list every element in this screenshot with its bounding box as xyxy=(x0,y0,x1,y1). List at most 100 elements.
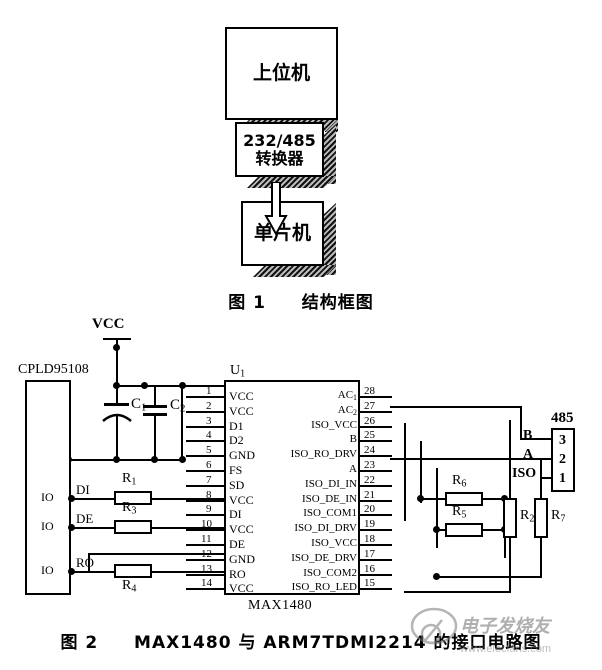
de-wire-left xyxy=(71,527,116,529)
ic-left-pin-6-number: 6 xyxy=(206,459,212,471)
figure-1-caption-number: 图 1 xyxy=(228,293,266,313)
ic-right-pin-26-lead xyxy=(358,425,392,428)
iso-bus-v3 xyxy=(436,468,438,548)
r6-ref-label: R6 xyxy=(452,473,466,490)
ic-refdes-sub: 1 xyxy=(240,368,246,380)
ic-right-pin-19-lead xyxy=(358,529,392,532)
block-host-computer: 上位机 xyxy=(225,27,338,120)
ground-rail xyxy=(66,459,182,461)
c1-ref-base: C xyxy=(131,396,142,412)
r5-body xyxy=(445,523,483,537)
ic-part-number: MAX1480 xyxy=(248,598,313,613)
ic-left-pin-14-name: VCC xyxy=(229,581,254,596)
r6-ref-sub: 6 xyxy=(461,478,467,490)
ic-right-pin-17-lead xyxy=(358,558,392,561)
ic-right-pin-25-lead xyxy=(358,440,392,443)
ic-right-pin-28-lead xyxy=(358,396,392,398)
net-a-wire xyxy=(390,458,553,460)
ic-left-pin-5-name: GND xyxy=(229,448,255,463)
r3-body xyxy=(114,520,152,534)
ic-right-pin-28-name: AC1 xyxy=(337,389,357,402)
r7-ref-sub: 7 xyxy=(560,513,566,525)
block-converter-label-line2: 转换器 xyxy=(255,148,304,168)
ic-left-pin-4-name: D2 xyxy=(229,433,244,448)
ic-right-pin-23-lead xyxy=(358,470,392,472)
ic-left-pin-13-name: RO xyxy=(229,566,246,581)
cpld-body xyxy=(25,380,71,595)
r7-ref-base: R xyxy=(551,508,561,523)
ic-right-pin-17-number: 17 xyxy=(364,547,375,560)
di-wire-left xyxy=(71,498,116,500)
net-iso-wire xyxy=(540,477,553,479)
r5-ref-sub: 5 xyxy=(461,509,467,521)
ground-dot-3 xyxy=(151,456,158,463)
r2-ref-sub: 2 xyxy=(529,513,535,525)
ic-right-pin-20-number: 20 xyxy=(364,503,375,516)
r5-ref-base: R xyxy=(452,504,462,519)
ic-left-pin-1-name: VCC xyxy=(229,389,254,403)
cpld-port-1-pad: IO xyxy=(41,519,54,533)
ic-right-pin-25-number: 25 xyxy=(364,429,375,442)
figure-2-caption-number: 图 2 xyxy=(60,633,99,653)
ic-right-pin-28-number: 28 xyxy=(364,385,375,397)
c2-top-lead xyxy=(154,385,156,406)
connector-485-pin-1-number: 1 xyxy=(559,471,566,486)
r3-ref-label: R3 xyxy=(122,500,136,517)
ic-right-pin-19-name: ISO_DI_DRV xyxy=(294,522,357,535)
ro-branch-riser xyxy=(88,553,90,572)
ic-right-pin-20-lead xyxy=(358,514,392,517)
ic-left-pin-5-number: 5 xyxy=(206,444,212,457)
connector-485-pin-2-number: 2 xyxy=(559,452,566,467)
r4-ref-sub: 4 xyxy=(131,583,137,595)
connector-485-label: 485 xyxy=(551,410,574,426)
ic-left-pin-1-lead xyxy=(186,396,226,398)
block-converter: 232/485 转换器 xyxy=(235,122,324,177)
block-converter-label-line1: 232/485 xyxy=(243,130,316,150)
ic-right-pin-27-name: AC2 xyxy=(337,403,357,417)
ic-left-pin-8-lead xyxy=(186,499,226,502)
r6-wire-left xyxy=(420,498,446,500)
r2-return-wire xyxy=(404,591,511,593)
r7-return-wire xyxy=(436,576,542,578)
ic-right-pin-15-name: ISO_RO_LED xyxy=(291,581,357,594)
net-ro-label: RO xyxy=(76,555,95,570)
ground-riser xyxy=(181,385,183,461)
ic-left-pin-10-number: 10 xyxy=(201,518,212,531)
vcc-label: VCC xyxy=(92,316,125,332)
figure-1-caption-text: 结构框图 xyxy=(301,293,374,313)
ic-left-pin-2-number: 2 xyxy=(206,399,212,412)
net-b-wire-to-conn xyxy=(520,438,553,440)
ic-left-pin-10-name: VCC xyxy=(229,522,254,537)
r6-left-junction-dot xyxy=(417,495,424,502)
ic-left-pin-3-lead xyxy=(186,425,226,428)
block-mcu-label: 单片机 xyxy=(253,221,311,244)
ic-left-pin-2-lead xyxy=(186,410,226,413)
ic-left-pin-8-number: 8 xyxy=(206,488,212,501)
c1-top-lead xyxy=(116,385,118,404)
r4-body xyxy=(114,564,152,578)
ic-right-pin-27-lead xyxy=(358,410,392,413)
ic-right-pin-23-number: 23 xyxy=(364,459,375,471)
vcc-drop-wire xyxy=(116,338,118,386)
vcc-junction-dot xyxy=(113,344,120,351)
ic-left-pin-9-lead xyxy=(186,514,226,517)
connector-signal-b-label: B xyxy=(523,428,533,443)
block-host-computer-label: 上位机 xyxy=(252,61,310,84)
ro-wire-left xyxy=(71,571,116,573)
figure-1-caption: 图 1 结构框图 xyxy=(0,288,602,313)
ic-left-pin-7-lead xyxy=(186,484,226,487)
arrow-converter-to-mcu-icon xyxy=(264,182,288,237)
c1-plate-top xyxy=(104,403,129,406)
r2-ref-label: R2 xyxy=(520,508,534,525)
ic-right-pin-26-name: ISO_VCC xyxy=(311,418,357,431)
iso-bus-v2 xyxy=(420,441,422,503)
ic-left-pin-7-name: SD xyxy=(229,477,245,492)
ic-refdes-label: U1 xyxy=(230,363,245,380)
figure-1-block-diagram: 上位机 232/485 转换器 单片机 图 1 结构框图 xyxy=(0,0,602,313)
r2-ref-base: R xyxy=(520,508,530,523)
ic-right-pin-26-number: 26 xyxy=(364,414,375,427)
ic-right-pin-20-name: ISO_COM1 xyxy=(303,507,357,520)
r7-ref-label: R7 xyxy=(551,508,565,525)
ic-left-pin-12-lead xyxy=(186,558,226,561)
ic-left-pin-14-lead xyxy=(186,588,226,591)
